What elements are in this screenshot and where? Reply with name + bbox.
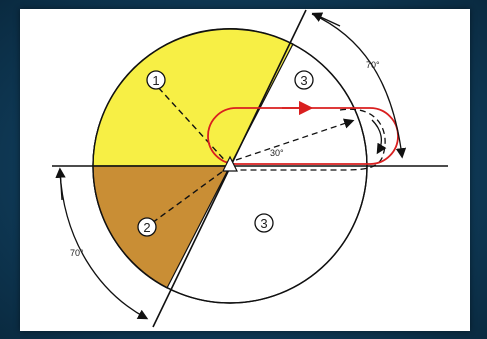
offset-leg-dashed xyxy=(235,118,355,161)
upper-angle-label: 70° xyxy=(366,60,380,70)
lower-angle-arc xyxy=(59,171,149,320)
zone-3-lower-label: 3 xyxy=(260,216,267,231)
zone-2-dashed-line xyxy=(151,165,231,224)
lower-angle-label: 70° xyxy=(70,248,84,258)
zone-2-marker xyxy=(137,217,157,237)
holding-pattern-racetrack xyxy=(207,107,399,165)
lower-angle-arc-start xyxy=(55,167,66,201)
zone-3-upper-label: 3 xyxy=(300,73,307,88)
zone-1-label: 1 xyxy=(152,73,159,88)
zone-2-label: 2 xyxy=(143,220,150,235)
holding-fix-triangle xyxy=(222,155,238,172)
zone-3-upper-marker xyxy=(294,70,314,90)
inner-turn-arrow xyxy=(371,119,387,155)
upper-angle-arc-start xyxy=(311,12,341,27)
return-dashed-path xyxy=(240,108,386,171)
upper-angle-arc xyxy=(311,13,407,159)
zone-3-lower-marker xyxy=(254,213,274,233)
zone-1-marker xyxy=(146,70,166,90)
zone-1-dashed-line xyxy=(155,84,231,167)
pattern-angle-label: 30° xyxy=(270,148,284,158)
